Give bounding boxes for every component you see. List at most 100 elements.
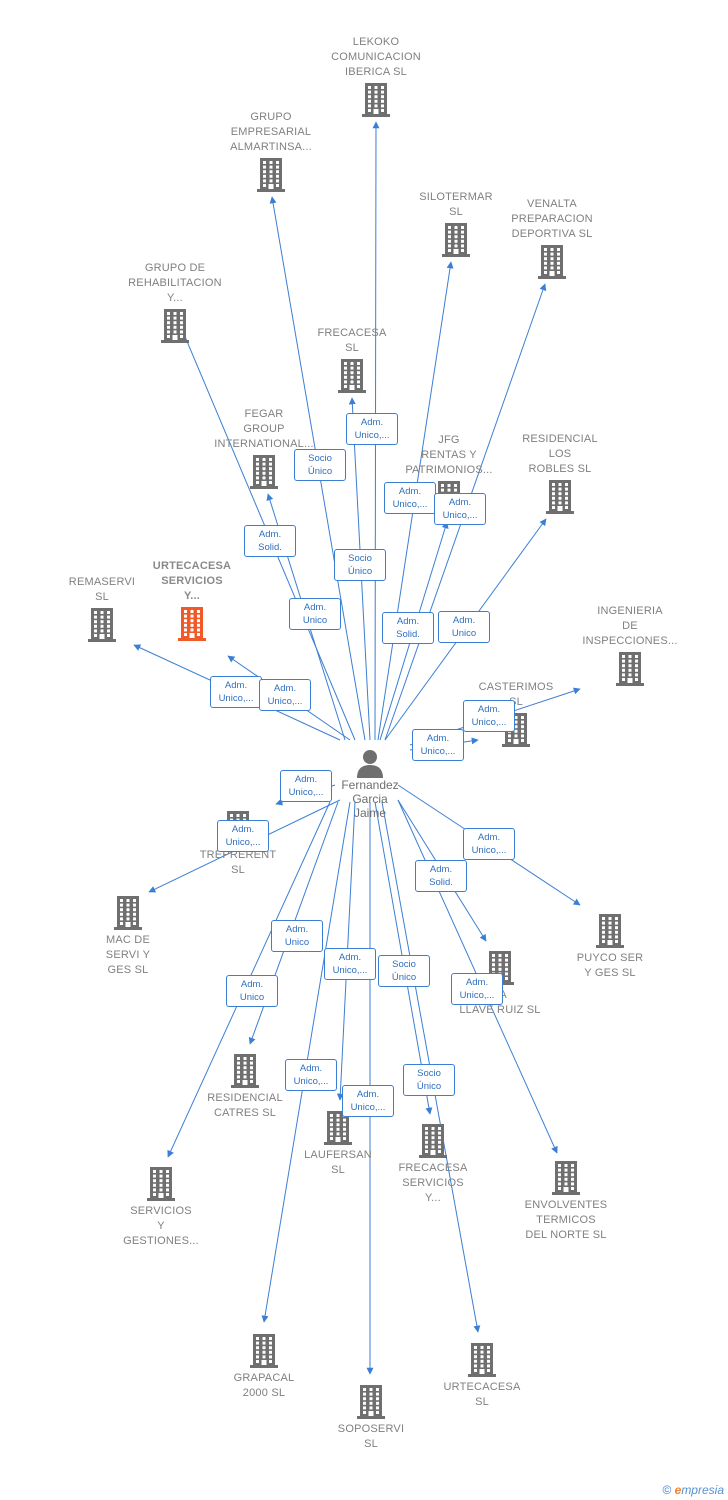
role-badge-line: Adm. xyxy=(285,924,309,935)
company-name-line: SERVICIOS xyxy=(161,575,223,587)
company-name-line: Y... xyxy=(167,292,183,304)
role-badge[interactable]: Adm.Unico,... xyxy=(280,770,332,802)
building-icon xyxy=(552,1161,580,1195)
role-badge-line: Unico,... xyxy=(459,990,495,1001)
role-badge[interactable]: Adm.Unico,... xyxy=(285,1059,337,1091)
role-badge-line: Adm. xyxy=(360,417,384,428)
role-badge[interactable]: Adm.Unico xyxy=(438,611,490,643)
role-badge[interactable]: Adm. Solid. xyxy=(415,860,467,892)
role-badge[interactable]: Adm.Unico,... xyxy=(463,828,515,860)
role-badge[interactable]: Adm.Unico,... xyxy=(412,729,464,761)
role-badge-line: Adm. xyxy=(429,864,453,875)
role-badge[interactable]: Adm.Unico,... xyxy=(451,973,503,1005)
role-badge-line: Solid. xyxy=(258,542,282,553)
company-name-line: INSPECCIONES... xyxy=(582,635,678,647)
building-icon xyxy=(596,914,624,948)
building-icon xyxy=(468,1343,496,1377)
company-name-line: RESIDENCIAL xyxy=(522,433,598,445)
role-badge-line: Adm. xyxy=(299,1063,323,1074)
role-badge-line: Unico xyxy=(451,628,477,639)
role-badge[interactable]: Adm.Unico,... xyxy=(324,948,376,980)
company-name-line: URTECACESA xyxy=(443,1381,521,1393)
role-badge-line: Unico,... xyxy=(218,693,254,704)
center-person[interactable]: Fernandez Garcia Jaime xyxy=(330,748,410,820)
role-badge[interactable]: Adm.Unico xyxy=(271,920,323,952)
role-badge-line: Unico,... xyxy=(225,837,261,848)
company-name-line: FEGAR xyxy=(244,408,284,420)
company-name-line: FRECACESA xyxy=(398,1162,468,1174)
role-badge-line: Socio xyxy=(417,1068,441,1079)
building-icon xyxy=(546,480,574,514)
role-badge[interactable]: Adm.Unico,... xyxy=(434,493,486,525)
company-name-line: SERVI Y xyxy=(105,949,151,961)
building-icon xyxy=(257,158,285,192)
company-name-line: LAUFERSAN xyxy=(304,1149,372,1161)
company-name-line: LLAVE RUIZ SL xyxy=(459,1004,541,1016)
role-badge[interactable]: Adm.Unico,... xyxy=(346,413,398,445)
role-badge-line: Solid. xyxy=(429,877,453,888)
role-badge[interactable]: Adm.Unico,... xyxy=(259,679,311,711)
company-name-line: ENVOLVENTES xyxy=(524,1199,608,1211)
footer-brand[interactable]: © empresia xyxy=(662,1483,724,1497)
role-badge-line: Adm. xyxy=(240,979,264,990)
company-name-line: DE xyxy=(622,620,638,632)
company-node[interactable]: LALLAVE RUIZ SL xyxy=(440,951,560,1018)
role-badge[interactable]: Adm.Unico,... xyxy=(463,700,515,732)
role-badge-line: Adm. xyxy=(258,529,282,540)
brand-mark-e: e xyxy=(674,1483,682,1497)
role-badge[interactable]: Adm.Solid. xyxy=(382,612,434,644)
building-icon xyxy=(147,1167,175,1201)
role-badge[interactable]: Adm.Unico,... xyxy=(384,482,436,514)
role-badge-line: Adm. xyxy=(231,824,255,835)
role-badge[interactable]: Adm.Unico,... xyxy=(342,1085,394,1117)
company-name-line: IBERICA SL xyxy=(345,66,407,78)
role-badge-line: Adm. xyxy=(477,704,501,715)
role-badge-line: Socio xyxy=(308,453,332,464)
role-badge[interactable]: Adm.Unico xyxy=(226,975,278,1007)
role-badge[interactable]: Adm. Solid. xyxy=(244,525,296,557)
role-badge-line: Único xyxy=(391,972,417,983)
role-badge[interactable]: Adm.Unico,... xyxy=(210,676,262,708)
role-badge-line: Único xyxy=(347,566,373,577)
company-name-line: SL xyxy=(95,591,109,603)
role-badge[interactable]: Adm. Unico,... xyxy=(217,820,269,852)
building-icon xyxy=(231,1054,259,1088)
building-icon xyxy=(324,1111,352,1145)
role-badge-line: Solid. xyxy=(396,629,420,640)
role-badge[interactable]: Adm.Unico xyxy=(289,598,341,630)
